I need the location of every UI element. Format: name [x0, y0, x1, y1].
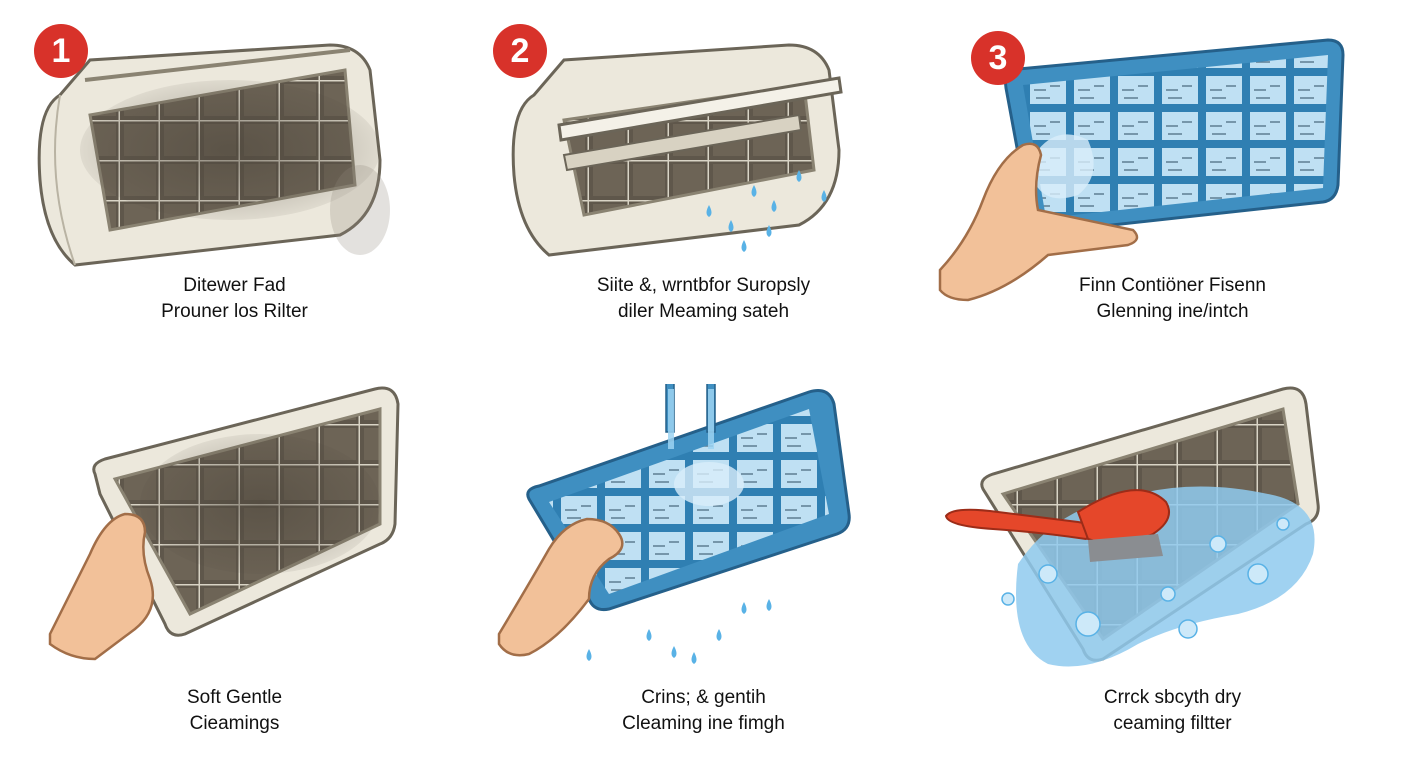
step-badge: 2: [493, 24, 547, 78]
caption-line-1: Siite &, wrntbfor Suropsly: [596, 275, 811, 296]
step-badge: 3: [971, 31, 1025, 85]
caption-line-1: Crins; & gentih: [641, 687, 766, 708]
open-ac-unit-icon: [511, 43, 843, 257]
caption-line-1: Ditewer Fad: [183, 275, 286, 296]
dirty-ac-unit-icon: [37, 43, 390, 267]
hand-dirty-filter-icon: [48, 386, 400, 661]
step-caption: Soft Gentle Cieamings: [0, 685, 469, 737]
step-caption: Siite &, wrntbfor Suropsly diler Meaming…: [469, 273, 938, 325]
step-panel-6: Crrck sbcyth dry ceaming filtter: [938, 384, 1407, 768]
caption-line-1: Crrck sbcyth dry: [1103, 687, 1242, 708]
caption-line-2: Cleaming ine fimgh: [622, 713, 785, 734]
step-caption: Finn Contiöner Fisenn Glenning ine/intch: [938, 273, 1407, 325]
step-caption: Ditewer Fad Prouner los Rilter: [0, 273, 469, 325]
step-badge: 1: [34, 24, 88, 78]
step-panel-4: Soft Gentle Cieamings: [0, 384, 469, 768]
caption-line-2: ceaming filtter: [1113, 713, 1232, 734]
caption-line-2: Cieamings: [189, 713, 280, 734]
caption-line-1: Finn Contiöner Fisenn: [1079, 275, 1266, 296]
faucet-rinse-filter-icon: [497, 384, 851, 664]
hand-clean-filter-icon: [938, 38, 1345, 302]
step-caption: Crrck sbcyth dry ceaming filtter: [938, 685, 1407, 737]
caption-line-2: Prouner los Rilter: [161, 301, 308, 322]
step-panel-1: 1 Ditewer Fad Prouner los Rilter: [0, 0, 469, 384]
step-caption: Crins; & gentih Cleaming ine fimgh: [469, 685, 938, 737]
caption-line-2: diler Meaming sateh: [617, 301, 790, 322]
caption-line-1: Soft Gentle: [186, 687, 283, 708]
step-panel-3: 3 Finn Contiöner Fisenn Glenning ine/int…: [938, 0, 1407, 384]
step-panel-5: Crins; & gentih Cleaming ine fimgh: [469, 384, 938, 768]
step-panel-2: 2 Siite &, wrntbfor Suropsly diler Meami…: [469, 0, 938, 384]
brush-scrub-filter-icon: [944, 386, 1320, 667]
caption-line-2: Glenning ine/intch: [1096, 301, 1249, 322]
